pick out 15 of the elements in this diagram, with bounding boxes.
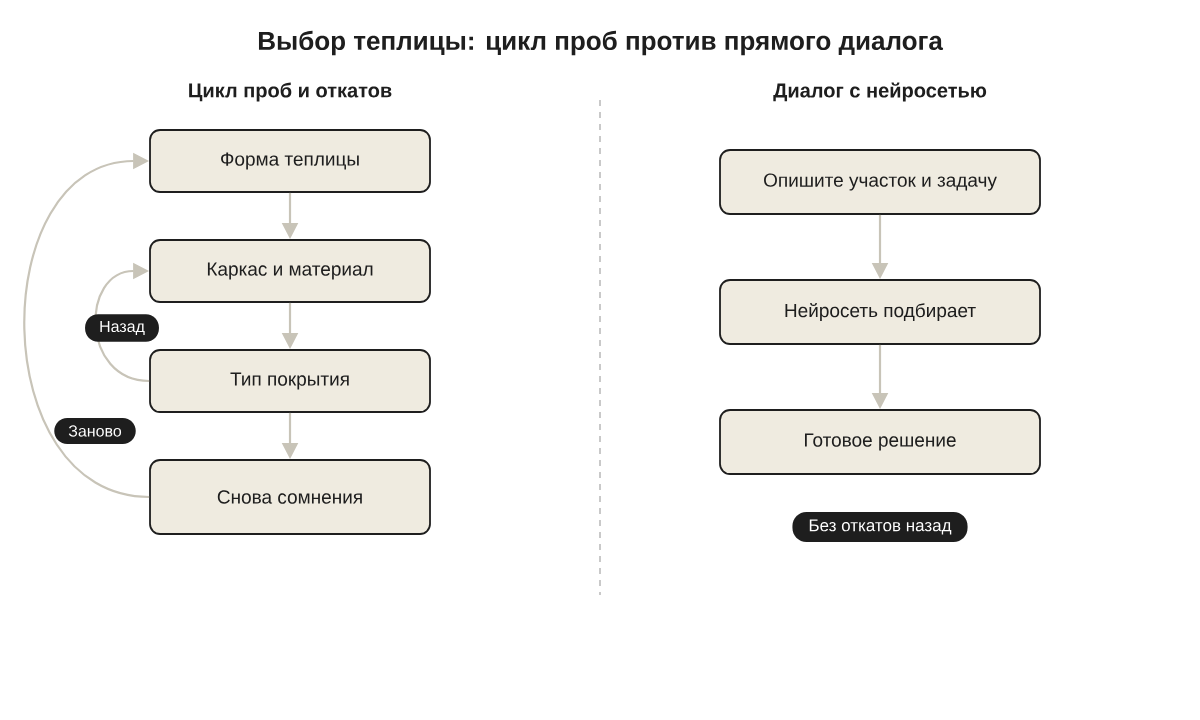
process-box: Нейросеть подбирает — [719, 279, 1041, 345]
process-box: Опишите участок и задачу — [719, 149, 1041, 215]
process-box: Тип покрытия — [149, 349, 431, 413]
process-box: Каркас и материал — [149, 239, 431, 303]
process-box: Форма теплицы — [149, 129, 431, 193]
edge-label: Заново — [54, 418, 136, 444]
arrow — [23, 152, 150, 499]
column-heading: Диалог с нейросетью — [773, 82, 987, 102]
title: Выбор теплицы: цикл проб против прямого диалога — [259, 30, 943, 56]
column-heading: Цикл проб и откатов — [189, 82, 392, 102]
arrow — [94, 262, 150, 383]
process-box: Готовое решение — [719, 409, 1041, 475]
edge-label: Назад — [85, 314, 159, 342]
process-box: Снова сомнения — [149, 459, 431, 535]
pill-label: Без откатов назад — [792, 512, 968, 542]
